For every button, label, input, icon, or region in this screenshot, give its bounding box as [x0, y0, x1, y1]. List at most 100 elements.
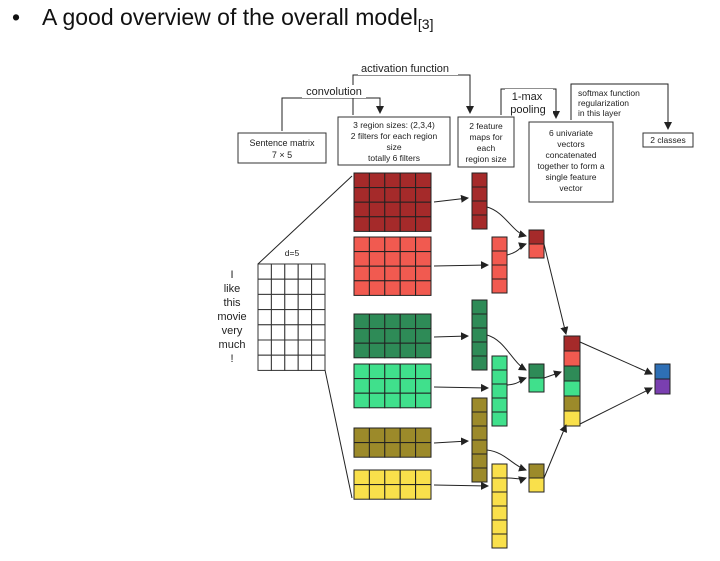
- feature-map-cell: [491, 533, 508, 549]
- filter-to-map-arrow: [433, 481, 489, 490]
- word: movie: [217, 311, 246, 323]
- filter-cell: [384, 378, 401, 394]
- filter-to-map-arrow: [433, 194, 469, 203]
- filter-cell: [384, 172, 401, 189]
- matrix-cell: [270, 278, 286, 295]
- matrix-cell: [284, 324, 299, 341]
- feature-map-cell: [471, 411, 488, 427]
- filter-cell: [399, 378, 417, 394]
- sentence-words: I like this movie very much !: [217, 269, 246, 365]
- concat-cell: [563, 410, 581, 427]
- matrix-cell: [297, 354, 313, 371]
- feature-map-cell: [471, 355, 488, 371]
- filter-cell: [353, 187, 370, 203]
- feature-map-cell: [471, 341, 488, 357]
- filter-cell: [353, 216, 370, 232]
- filter-cell: [399, 363, 417, 380]
- word: I: [230, 269, 233, 281]
- filter-cell: [353, 392, 370, 409]
- filter-cell: [415, 363, 432, 380]
- word: this: [223, 297, 241, 309]
- filter-cell: [368, 427, 386, 444]
- filter-cell: [384, 342, 401, 359]
- filter-cell: [415, 469, 432, 486]
- filter-cell: [384, 251, 401, 267]
- matrix-cell: [284, 263, 299, 280]
- filter-cell: [399, 469, 417, 486]
- matrix-cell: [270, 293, 286, 311]
- univariate-line: single feature: [545, 172, 596, 182]
- matrix-cell: [311, 324, 326, 341]
- pooled-group: [528, 229, 545, 493]
- classes-label: 2 classes: [650, 135, 685, 145]
- filter-cell: [353, 484, 370, 500]
- feature-map-cell: [471, 425, 488, 441]
- filter-cell: [415, 484, 432, 500]
- filter-cell: [384, 484, 401, 500]
- maxpool-label-bg: [505, 89, 553, 115]
- matrix-cell: [297, 309, 313, 326]
- filter-cell: [353, 342, 370, 359]
- word: !: [230, 353, 233, 365]
- feature-map-cell: [471, 313, 488, 329]
- filter-cell: [368, 328, 386, 344]
- word: very: [222, 325, 243, 337]
- matrix-cell: [257, 278, 272, 295]
- sentence-matrix: [257, 263, 326, 371]
- slide-title: •A good overview of the overall model[3]: [8, 4, 433, 32]
- region-sizes-line: totally 6 filters: [368, 153, 420, 163]
- filter-cell: [353, 378, 370, 394]
- filter-cell: [415, 265, 432, 282]
- filter-cell: [368, 187, 386, 203]
- matrix-cell: [270, 339, 286, 356]
- filter-cell: [384, 427, 401, 444]
- filter-cell: [399, 236, 417, 253]
- convolution-label-bg: [302, 85, 366, 98]
- filter-cell: [384, 236, 401, 253]
- filter-cell: [399, 342, 417, 359]
- filter-cell: [368, 280, 386, 296]
- filter-cell: [353, 172, 370, 189]
- filter-cell: [415, 187, 432, 203]
- feature-map-cell: [491, 383, 508, 399]
- flow-arrows: [433, 194, 653, 490]
- feature-map-cell: [491, 355, 508, 371]
- filter-cell: [384, 469, 401, 486]
- matrix-cell: [257, 354, 272, 371]
- word: like: [224, 283, 241, 295]
- univariate-line: concatenated: [545, 150, 596, 160]
- map-to-pool-arrow: [506, 476, 527, 485]
- filter-cell: [415, 280, 432, 296]
- matrix-cell: [297, 339, 313, 356]
- feature-map-cell: [471, 214, 488, 230]
- feature-map-cell: [491, 411, 508, 427]
- activation-label-bg: [358, 61, 458, 75]
- map-to-pool-arrow: [506, 242, 527, 256]
- matrix-cell: [270, 263, 286, 280]
- feature-map-cell: [491, 491, 508, 507]
- matrix-cell: [257, 324, 272, 341]
- concat-cell: [563, 380, 581, 397]
- region-sizes-line: size: [386, 142, 401, 152]
- filter-cell: [353, 265, 370, 282]
- filter-cell: [368, 484, 386, 500]
- filter-cell: [368, 201, 386, 218]
- feature-map-cell: [491, 519, 508, 535]
- filter-cell: [384, 328, 401, 344]
- matrix-cell: [297, 293, 313, 311]
- word: much: [219, 339, 246, 351]
- filter-cell: [415, 392, 432, 409]
- pooled-cell: [528, 243, 545, 259]
- filter-cell: [415, 427, 432, 444]
- map-to-pool-arrow: [486, 334, 527, 371]
- matrix-cell: [284, 278, 299, 295]
- output-class-cell: [654, 378, 671, 395]
- matrix-cell: [257, 339, 272, 356]
- output-classes: [654, 363, 671, 395]
- filter-cell: [353, 442, 370, 458]
- feature-map-cell: [491, 463, 508, 479]
- activation-function-label: activation function: [361, 63, 449, 75]
- matrix-cell: [284, 293, 299, 311]
- filter-cell: [399, 280, 417, 296]
